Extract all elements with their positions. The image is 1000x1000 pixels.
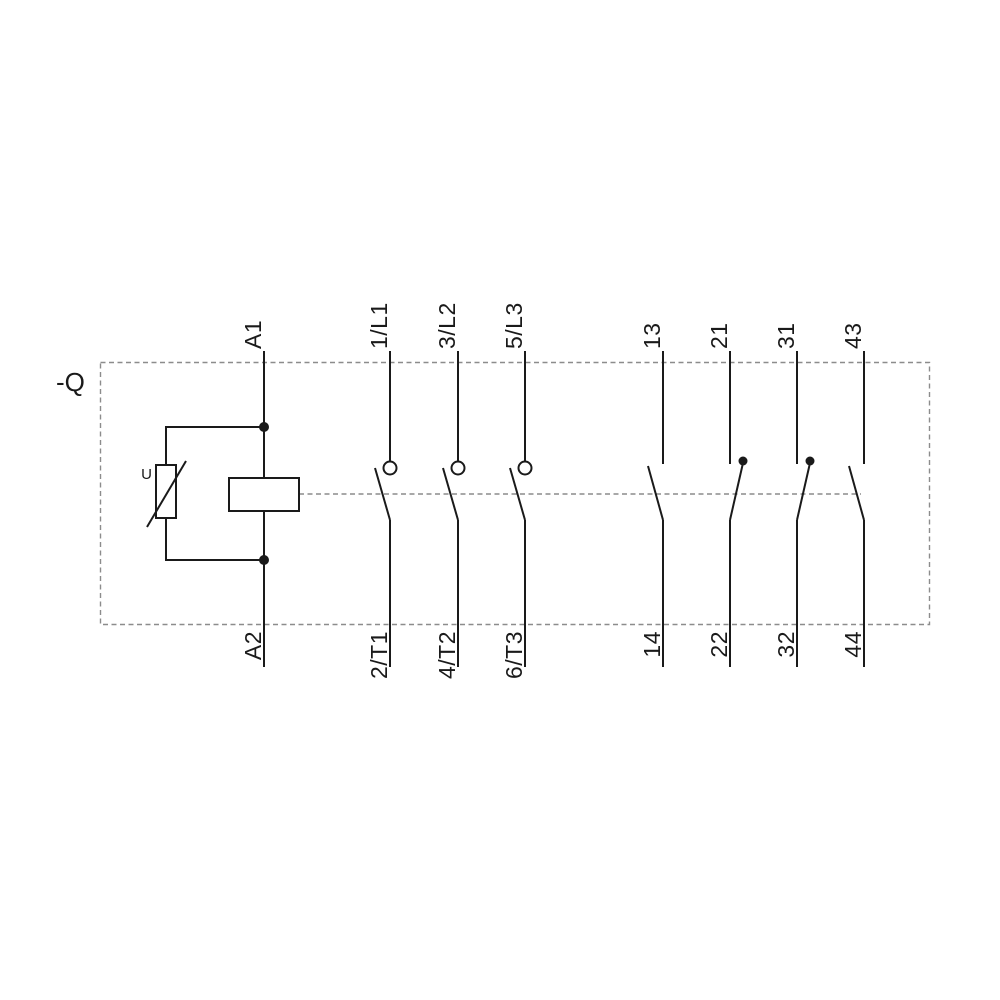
- main-pole-2: 3/L2 4/T2: [434, 302, 466, 679]
- terminal-label-21: 21: [706, 322, 732, 349]
- coil-body: [228, 477, 300, 512]
- contact-blade: [374, 467, 391, 521]
- fixed-contact-circle: [517, 460, 533, 476]
- varistor-top-connection: [165, 426, 264, 465]
- terminal-label-a1: A1: [240, 320, 266, 349]
- varistor-label: U: [141, 466, 152, 483]
- terminal-label-3l2: 3/L2: [434, 302, 460, 349]
- device-boundary-box: [99, 361, 931, 626]
- terminal-label-5l3: 5/L3: [501, 302, 527, 349]
- terminal-label-4t2: 4/T2: [434, 631, 460, 679]
- fixed-contact-circle: [450, 460, 466, 476]
- contact-blade: [509, 467, 526, 521]
- varistor-strike-line: [146, 460, 187, 528]
- terminal-label-6t3: 6/T3: [501, 631, 527, 679]
- contact-blade: [442, 467, 459, 521]
- device-designation-label: -Q: [56, 367, 85, 397]
- terminal-label-1l1: 1/L1: [366, 302, 392, 349]
- nc-contact-dot: [738, 456, 748, 466]
- contact-blade: [729, 462, 744, 521]
- terminal-label-44: 44: [840, 631, 866, 658]
- varistor-bottom-connection: [165, 518, 264, 561]
- terminal-label-32: 32: [773, 631, 799, 658]
- nc-contact-dot: [805, 456, 815, 466]
- contact-blade: [796, 462, 811, 521]
- terminal-label-a2: A2: [240, 631, 266, 660]
- aux-contact-no-13-14: 13 14: [639, 322, 665, 667]
- aux-contact-no-43-44: 43 44: [840, 322, 866, 667]
- aux-contact-nc-21-22: 21 22: [706, 322, 748, 667]
- fixed-contact-circle: [382, 460, 398, 476]
- terminal-label-2t1: 2/T1: [366, 631, 392, 679]
- varistor-body: [155, 464, 177, 519]
- main-pole-1: 1/L1 2/T1: [366, 302, 398, 679]
- terminal-label-31: 31: [773, 322, 799, 349]
- terminal-label-13: 13: [639, 322, 665, 349]
- aux-contact-nc-31-32: 31 32: [773, 322, 815, 667]
- contact-blade: [848, 465, 865, 521]
- terminal-label-22: 22: [706, 631, 732, 658]
- coil-branch: A1 U A2: [141, 320, 300, 667]
- main-pole-3: 5/L3 6/T3: [501, 302, 533, 679]
- terminal-label-43: 43: [840, 322, 866, 349]
- contact-blade: [647, 465, 664, 521]
- terminal-label-14: 14: [639, 631, 665, 658]
